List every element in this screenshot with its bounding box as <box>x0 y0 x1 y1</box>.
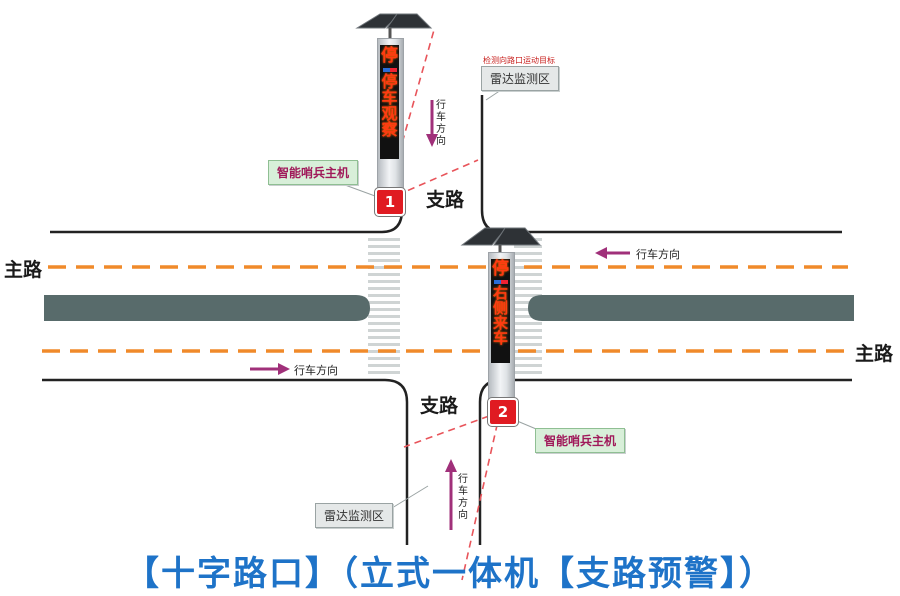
median-left <box>44 295 370 321</box>
led-main-2: 停 <box>492 259 509 279</box>
road-edge-bottom-right <box>478 378 852 545</box>
led-main-1: 停 <box>381 46 398 66</box>
direction-text-main-lower: 行车方向 <box>294 364 338 377</box>
road-edge-top-left <box>50 40 404 234</box>
main-road-label-right: 主路 <box>855 343 894 365</box>
road-edge-top-right <box>480 95 842 234</box>
solar-panel-top-icon <box>355 13 433 38</box>
radar-line-bottom-1 <box>403 411 501 448</box>
branch-road-label-top: 支路 <box>426 189 465 211</box>
radar-zone-tag-bottom: 雷达监测区 <box>315 503 394 528</box>
arrow-up-icon <box>445 459 457 530</box>
host-tag-bottom: 智能哨兵主机 <box>535 428 626 453</box>
host-tag-top: 智能哨兵主机 <box>268 160 359 185</box>
direction-text-main-upper: 行车方向 <box>636 248 680 261</box>
led-panel-2: 停 右侧来车 <box>491 259 510 363</box>
median-right <box>528 295 854 321</box>
main-road-label-left: 主路 <box>4 259 43 281</box>
arrow-left-icon <box>595 247 630 259</box>
radar-note-top: 检测向路口运动目标 <box>483 56 555 65</box>
arrow-down-icon <box>426 100 438 147</box>
direction-text-top: 行车方向 <box>436 100 446 147</box>
arrow-right-icon <box>250 363 290 375</box>
diagram-title: 【十字路口】（立式一体机【支路预警】） <box>125 554 775 594</box>
led-indicator-2 <box>493 280 508 284</box>
direction-text-bottom: 行车方向 <box>458 474 468 521</box>
branch-road-label-bottom: 支路 <box>420 395 459 417</box>
unit-badge-2: 2 <box>488 398 518 426</box>
led-indicator-1 <box>382 68 397 72</box>
radar-zone-tag-top: 雷达监测区 <box>481 66 560 91</box>
unit-badge-1: 1 <box>375 188 405 216</box>
crosswalk-top <box>368 238 400 374</box>
led-message-1: 停车观察 <box>381 72 398 139</box>
led-panel-1: 停 停车观察 <box>380 45 399 159</box>
led-message-2: 右侧来车 <box>492 284 508 347</box>
road-edge-bottom-left <box>42 378 409 545</box>
solar-panel-bottom-icon <box>460 227 542 252</box>
radar-line-bottom-2 <box>461 411 501 581</box>
